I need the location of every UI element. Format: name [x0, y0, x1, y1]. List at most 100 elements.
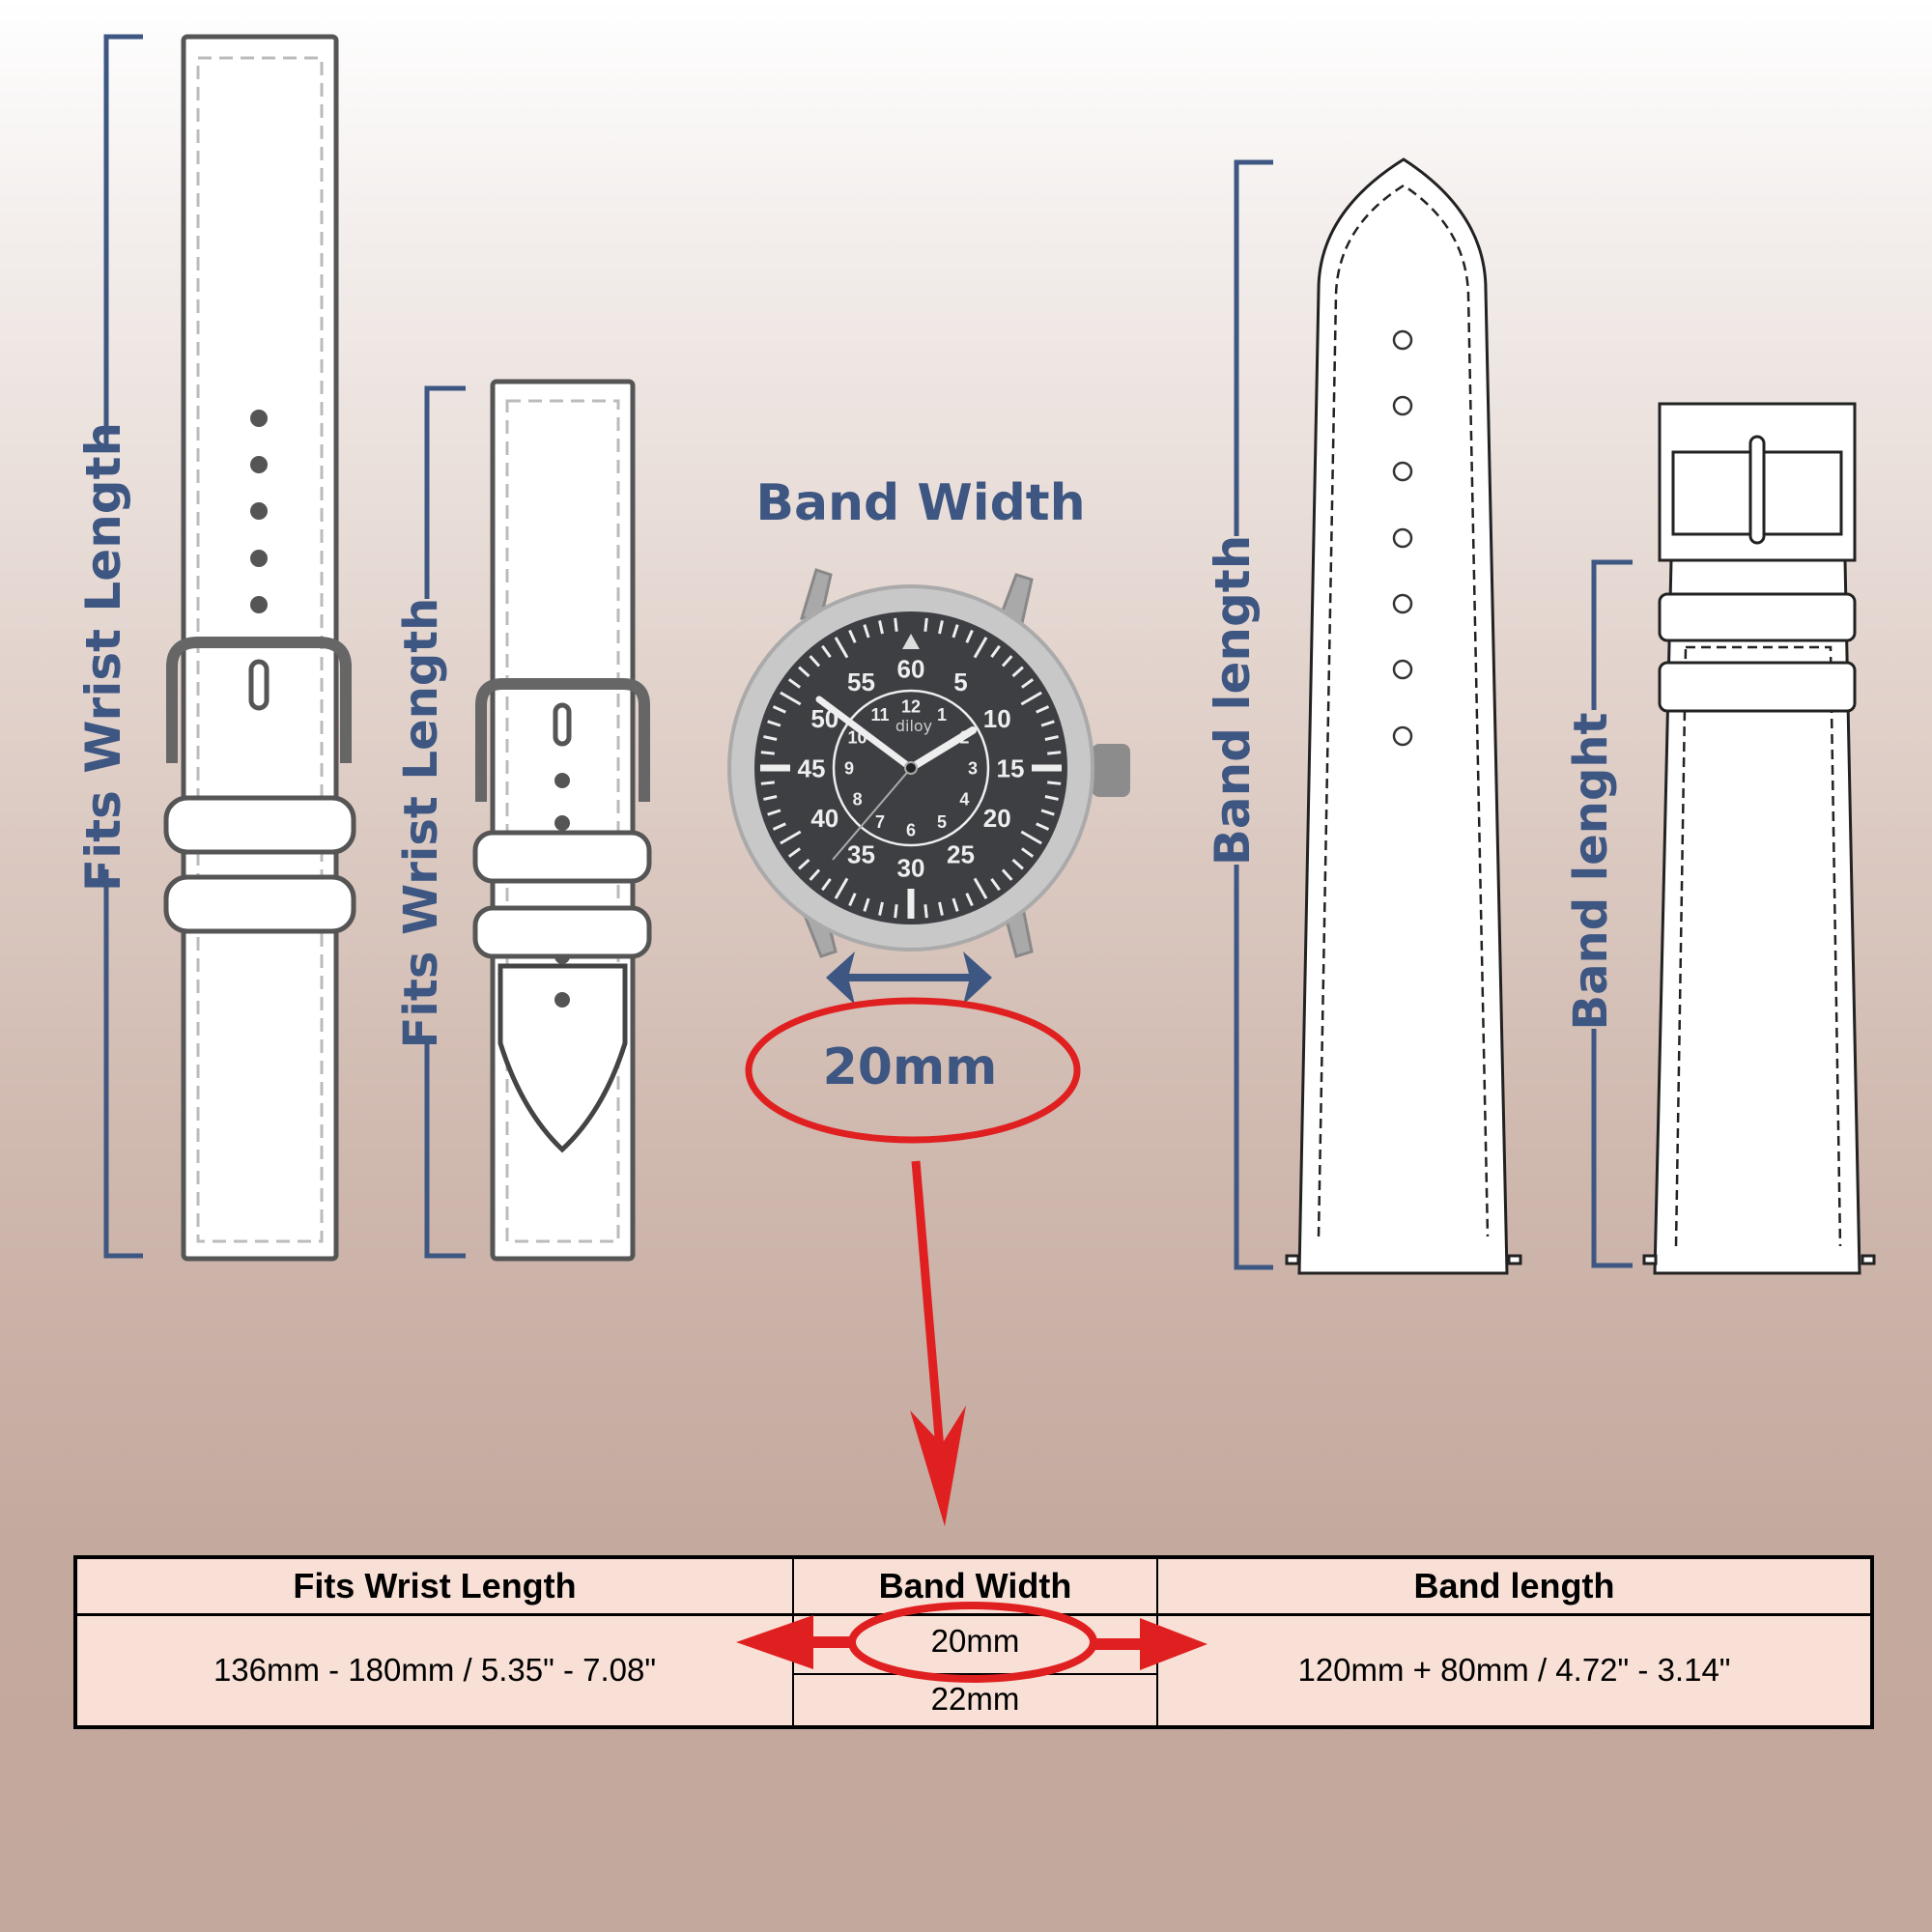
dial-tick	[798, 858, 810, 870]
header-band-length: Band length	[1413, 1566, 1615, 1605]
band-length-label-2: Band lenght	[1564, 713, 1618, 1031]
minute-hand	[815, 696, 915, 772]
dial-tick	[1011, 666, 1024, 678]
dial-number: 35	[847, 840, 875, 869]
dial-number: 45	[798, 753, 826, 782]
dial-tick	[990, 644, 1001, 659]
dial-number: 5	[953, 668, 967, 696]
dial-number: 10	[983, 704, 1011, 733]
dial-number: 3	[968, 758, 978, 778]
dial-number: 7	[875, 812, 885, 832]
dial-tick	[763, 735, 778, 741]
dial-tick	[863, 624, 870, 639]
brand-logo: diloy	[895, 717, 932, 735]
dial-number: 30	[897, 853, 925, 882]
dial-number: 8	[853, 789, 863, 809]
strap-short-tip	[472, 379, 652, 1262]
header-divider	[77, 1613, 1870, 1616]
header-band-width: Band Width	[878, 1566, 1072, 1605]
fits-wrist-length-label-2: Fits Wrist Length	[394, 598, 448, 1049]
dial-tick	[809, 868, 821, 881]
band-length-bracket-1	[1234, 159, 1273, 1270]
dial-tick	[760, 781, 775, 785]
dial-tick	[1036, 822, 1050, 831]
dial-tick	[878, 901, 884, 916]
dial-tick	[772, 822, 786, 831]
strap-long-buckle	[163, 34, 356, 1262]
dial-tick	[772, 705, 786, 714]
strap-buckle-side	[1642, 402, 1876, 1275]
band-length-label-1: Band length	[1205, 535, 1261, 867]
wrist-length-bracket-2	[424, 385, 466, 1259]
dial-number: 1	[937, 705, 947, 724]
dial-number: 12	[901, 696, 921, 716]
dial-number: 60	[897, 654, 925, 683]
dial-tick	[894, 904, 898, 919]
dial-tick	[787, 847, 802, 858]
dial-tick	[973, 637, 988, 659]
dial-tick	[834, 877, 849, 899]
wrist-length-value: 136mm - 180mm / 5.35" - 7.08"	[213, 1652, 657, 1688]
dial-tick	[990, 877, 1001, 892]
dial-tick	[767, 809, 781, 816]
dial-tick	[798, 666, 810, 678]
band-width-22: 22mm	[930, 1681, 1020, 1717]
watch-head: 60510152025303540455055121234567891011 d…	[727, 568, 1130, 958]
dial-tick	[1020, 830, 1042, 845]
dial-tick	[1047, 781, 1062, 785]
dial-tick	[848, 629, 857, 643]
dial-tick	[1001, 868, 1013, 881]
dial-tick	[1020, 691, 1042, 706]
band-length-bracket-2	[1591, 559, 1633, 1268]
dial-tick	[821, 877, 832, 892]
dial-number: 15	[997, 753, 1025, 782]
triangle-marker-icon	[902, 634, 920, 649]
band-length-value: 120mm + 80mm / 4.72" - 3.14"	[1297, 1652, 1731, 1688]
dial-tick	[834, 637, 849, 659]
width-row-divider	[794, 1673, 1156, 1675]
dial-tick	[938, 901, 944, 916]
dial-tick	[780, 691, 802, 706]
band-width-value: 20mm	[823, 1038, 998, 1096]
dial-number: 55	[847, 668, 875, 696]
dial-tick	[1001, 655, 1013, 668]
band-width-20: 20mm	[930, 1623, 1020, 1659]
dial-tick	[894, 617, 898, 632]
dial-tick	[863, 897, 870, 912]
dial-tick	[952, 897, 959, 912]
dial-number: 9	[844, 758, 854, 778]
dial-tick	[1040, 809, 1055, 816]
dial-tick	[1040, 720, 1055, 727]
wrist-length-bracket-1	[103, 34, 143, 1259]
dial-tick	[938, 620, 944, 635]
dial-number: 11	[870, 705, 889, 724]
dial-tick	[787, 678, 802, 689]
dial-tick	[767, 720, 781, 727]
band-width-title: Band Width	[755, 474, 1085, 532]
width-highlight-ellipse	[745, 997, 1081, 1144]
dial-tick	[780, 830, 802, 845]
header-wrist-length: Fits Wrist Length	[293, 1566, 577, 1605]
dial-tick	[878, 620, 884, 635]
dial-number: 6	[906, 820, 916, 839]
dial-number: 25	[947, 840, 975, 869]
hour-hand	[907, 726, 977, 772]
dial-number: 4	[959, 789, 969, 809]
dial-number: 5	[937, 812, 947, 832]
dial-tick	[763, 795, 778, 801]
dial-tick	[1036, 705, 1050, 714]
dial-tick	[848, 893, 857, 907]
second-hand	[832, 767, 912, 861]
dial-tick	[923, 617, 928, 632]
dial-tick	[965, 629, 974, 643]
dial-tick	[973, 877, 988, 899]
dial-tick	[1044, 795, 1059, 801]
red-arrow-down	[910, 1160, 966, 1526]
dial-number: 40	[810, 804, 838, 833]
dial-tick	[923, 904, 928, 919]
dial-tick	[1044, 735, 1059, 741]
dial-tick	[809, 655, 821, 668]
width-arrow	[826, 952, 992, 1005]
crown	[1092, 744, 1130, 797]
dial-tick	[821, 644, 832, 659]
